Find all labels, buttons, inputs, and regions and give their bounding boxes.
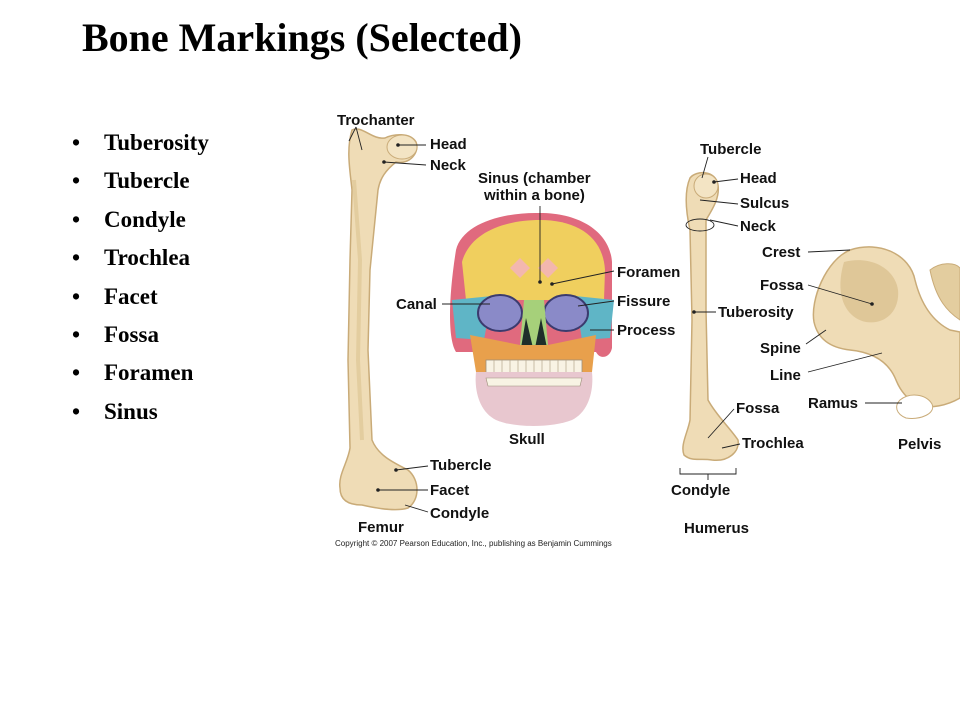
label-foramen: Foramen: [617, 264, 680, 281]
femur-illustration: [339, 128, 418, 511]
label-femur-head: Head: [430, 136, 467, 153]
label-humerus-condyle: Condyle: [671, 482, 730, 499]
humerus-leader-lines: [679, 156, 741, 480]
label-pelvis-fossa: Fossa: [760, 277, 804, 294]
label-process: Process: [617, 322, 675, 339]
label-line: Line: [770, 367, 801, 384]
label-canal: Canal: [396, 296, 437, 313]
label-pelvis: Pelvis: [898, 436, 941, 453]
label-humerus-neck: Neck: [740, 218, 777, 235]
label-tuberosity: Tuberosity: [718, 304, 794, 321]
label-sulcus: Sulcus: [740, 195, 789, 212]
label-crest: Crest: [762, 244, 800, 261]
label-femur-facet: Facet: [430, 482, 469, 499]
list-item: Sinus: [72, 395, 209, 433]
femur-leader-lines: [348, 126, 429, 513]
list-item: Tubercle: [72, 164, 209, 202]
label-femur-condyle: Condyle: [430, 505, 489, 522]
label-femur-tubercle: Tubercle: [430, 457, 491, 474]
list-item: Condyle: [72, 203, 209, 241]
slide-title: Bone Markings (Selected): [82, 15, 522, 60]
label-femur: Femur: [358, 519, 404, 536]
humerus-illustration: [682, 171, 739, 461]
skull-illustration: [450, 212, 614, 426]
list-item: Tuberosity: [72, 126, 209, 164]
pelvis-leader-lines: [805, 249, 902, 404]
label-humerus: Humerus: [684, 520, 749, 537]
label-trochlea: Trochlea: [742, 435, 804, 452]
list-item: Fossa: [72, 318, 209, 356]
label-sinus-line2: within a bone): [483, 187, 585, 204]
pelvis-illustration: [812, 246, 960, 419]
copyright-caption: Copyright © 2007 Pearson Education, Inc.…: [335, 539, 612, 548]
label-trochanter: Trochanter: [337, 112, 415, 129]
label-humerus-head: Head: [740, 170, 777, 187]
list-item: Foramen: [72, 356, 209, 394]
label-humerus-fossa: Fossa: [736, 400, 780, 417]
label-sinus-line1: Sinus (chamber: [478, 170, 591, 187]
label-fissure: Fissure: [617, 293, 670, 310]
label-humerus-tubercle: Tubercle: [700, 141, 761, 158]
list-item: Trochlea: [72, 241, 209, 279]
bone-marking-list: Tuberosity Tubercle Condyle Trochlea Fac…: [72, 126, 209, 433]
label-femur-neck: Neck: [430, 157, 467, 174]
label-skull: Skull: [509, 431, 545, 448]
label-ramus: Ramus: [808, 395, 858, 412]
label-spine: Spine: [760, 340, 801, 357]
skull-leader-lines: [442, 206, 615, 331]
list-item: Facet: [72, 280, 209, 318]
